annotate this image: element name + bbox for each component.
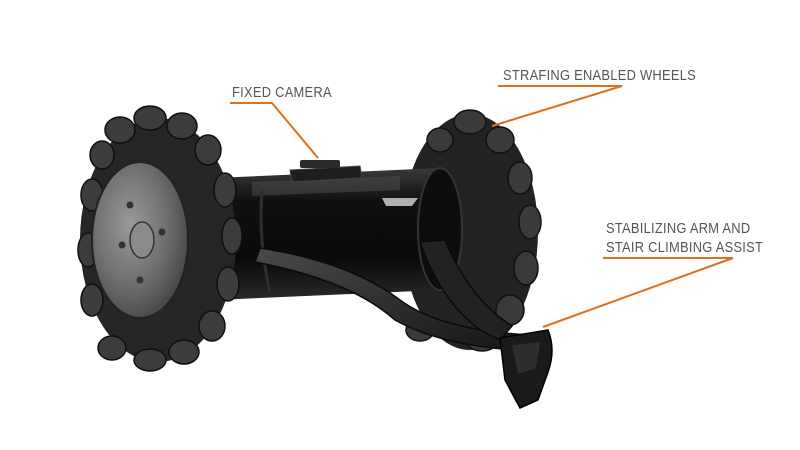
callout-stabilizing-arm: STABILIZING ARM AND [606,220,751,237]
callout-strafing-wheels: STRAFING ENABLED WHEELS [503,67,697,84]
left-wheel [77,105,243,372]
leader-line-camera [230,102,319,159]
callout-stair-climbing: STAIR CLIMBING ASSIST [606,239,764,256]
robot-body [215,167,463,300]
leader-lines [230,85,734,328]
leader-line-arm [542,257,734,328]
stair-assist-foot [499,329,553,409]
leader-line-wheels [491,85,623,127]
callout-fixed-camera: FIXED CAMERA [232,84,332,101]
camera-housing [289,160,363,183]
